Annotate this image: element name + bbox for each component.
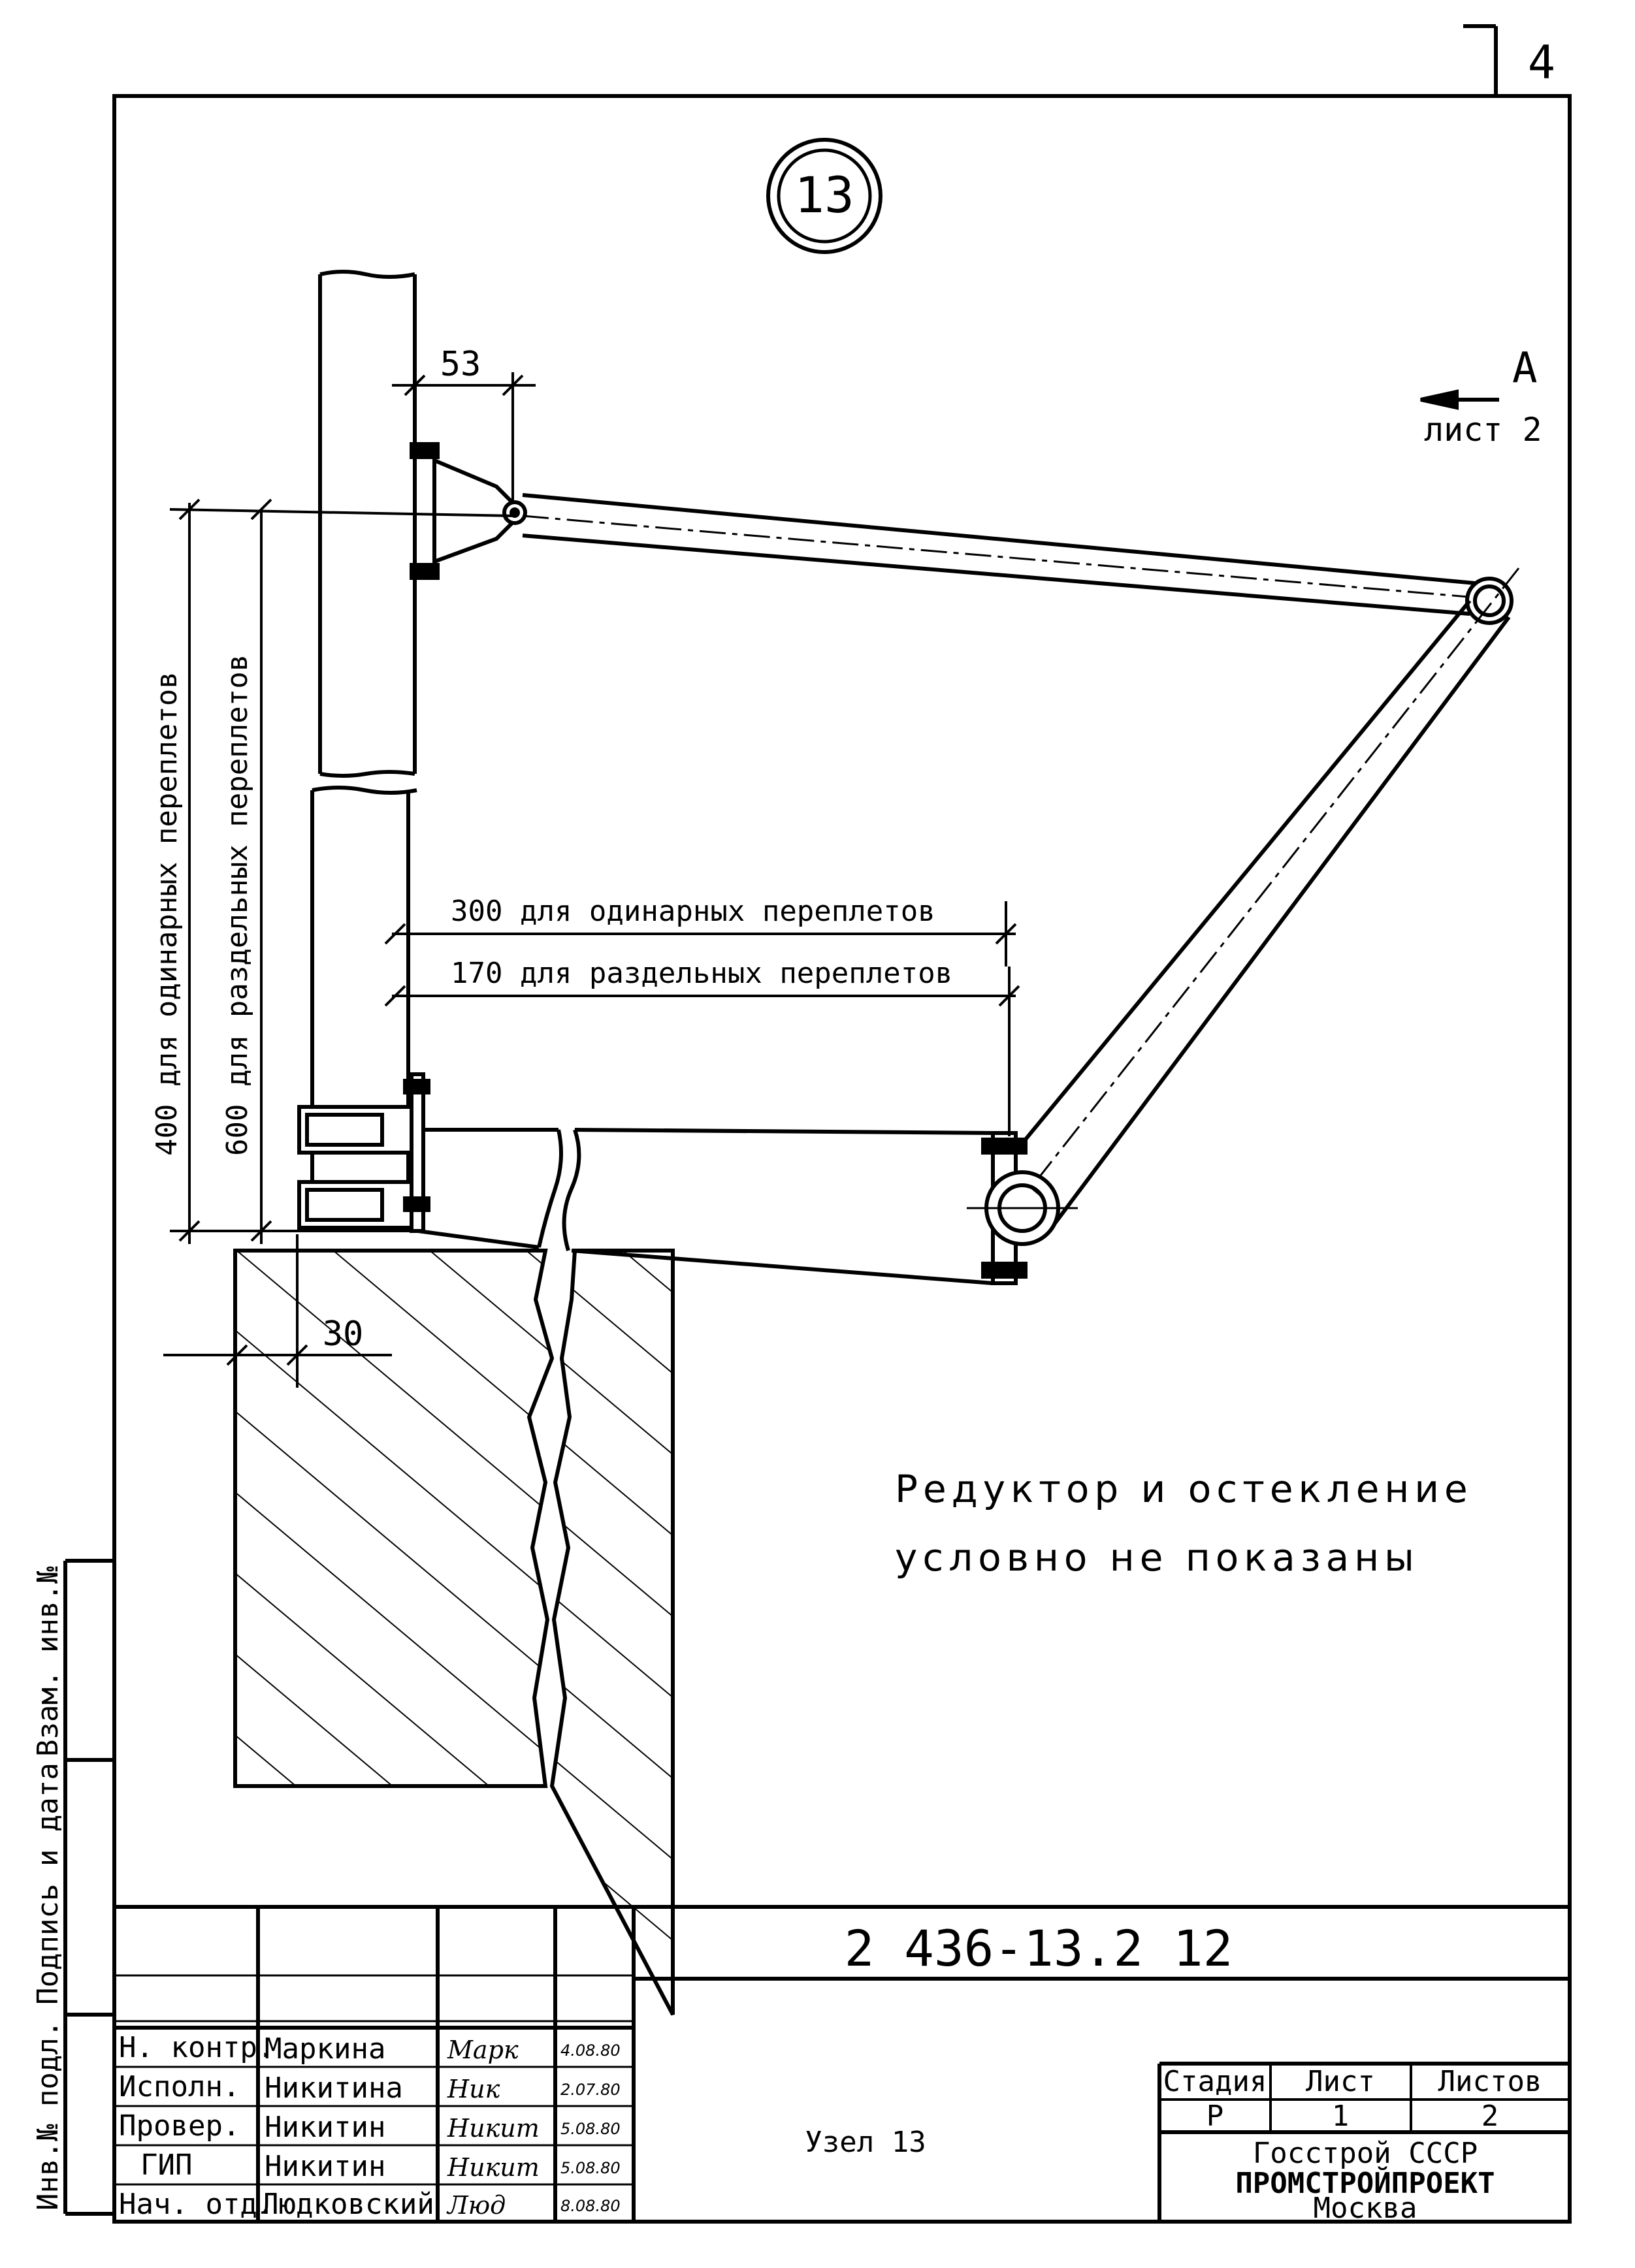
dim-170: 170 для раздельных переплетов [451,957,952,990]
arm-hinge [1465,577,1514,625]
sheet-header: Лист [1306,2065,1375,2098]
role-0: Н. контр. [119,2031,274,2064]
drawing-name: Узел 13 [805,2126,926,2159]
org-line-3: Москва [1314,2192,1417,2225]
name-4: Людковский [261,2188,434,2221]
upper-arm [522,493,1477,616]
dim-600: 600 для раздельных переплетов [221,654,254,1156]
dim-vertical-lines [169,498,517,1244]
dim-170-lines [384,966,1020,1136]
sheet-value: 1 [1332,2100,1350,2133]
name-2: Никитин [265,2111,385,2144]
signature-2: Никит [447,2114,540,2143]
pipe-clamp [967,1131,1078,1285]
document-code: 2 436-13.2 12 [845,1919,1233,1977]
org-line-2: ПРОМСТРОЙПРОЕКТ [1235,2165,1495,2200]
dim-53: 53 [440,345,481,384]
dim-400: 400 для одинарных переплетов [150,671,184,1156]
name-1: Никитина [265,2071,403,2105]
side-stamp [63,1559,114,2216]
signature-1: Ник [447,2075,500,2103]
date-1: 2.07.80 [560,2081,621,2099]
side-stamp-replace: Взам. инв.№ [31,1566,65,1757]
node-badge-number: 13 [794,166,854,224]
org-line-1: Госстрой СССР [1253,2137,1478,2170]
frame-stile [310,270,417,1224]
upper-bracket [410,442,527,580]
lower-console [297,1072,994,1285]
note-line-2: условно не показаны [895,1535,1419,1580]
stage-header: Стадия [1163,2065,1267,2098]
title-block-grid [114,1905,1570,2222]
role-1: Исполн. [119,2070,240,2103]
name-3: Никитин [265,2150,385,2183]
signature-3: Никит [447,2153,540,2182]
sheet-corner-number: 4 [1528,36,1555,89]
role-2: Провер. [119,2109,240,2143]
sheet-frame [112,24,1572,2224]
dim-300-lines [384,901,1017,966]
view-arrow [1420,389,1499,410]
dim-30: 30 [323,1315,364,1354]
date-0: 4.08.80 [560,2041,621,2060]
date-4: 8.08.80 [560,2197,621,2215]
view-letter: А [1512,344,1538,392]
role-4: Нач. отд. [119,2188,274,2221]
signature-4: Люд [446,2191,506,2220]
name-0: Маркина [265,2032,385,2066]
view-sheet-ref: лист 2 [1424,411,1542,449]
date-2: 5.08.80 [560,2120,621,2138]
node-badge [766,138,882,254]
signature-0: Марк [447,2036,519,2064]
note-line-1: Редуктор и остекление [895,1467,1473,1511]
sheets-value: 2 [1481,2100,1499,2133]
date-3: 5.08.80 [560,2159,621,2177]
dim-30-lines [163,1234,392,1388]
dim-53-lines [392,372,536,503]
stage-value: Р [1206,2100,1224,2133]
dim-300: 300 для одинарных переплетов [451,895,935,928]
side-stamp-sign: Подпись и дата [31,1763,65,2005]
sheets-header: Листов [1438,2065,1542,2098]
side-stamp-inv: Инв.№ подл. [31,2020,65,2211]
role-3: ГИП [140,2148,192,2182]
diagonal-rod [998,567,1520,1229]
wall-section [233,1249,675,2016]
